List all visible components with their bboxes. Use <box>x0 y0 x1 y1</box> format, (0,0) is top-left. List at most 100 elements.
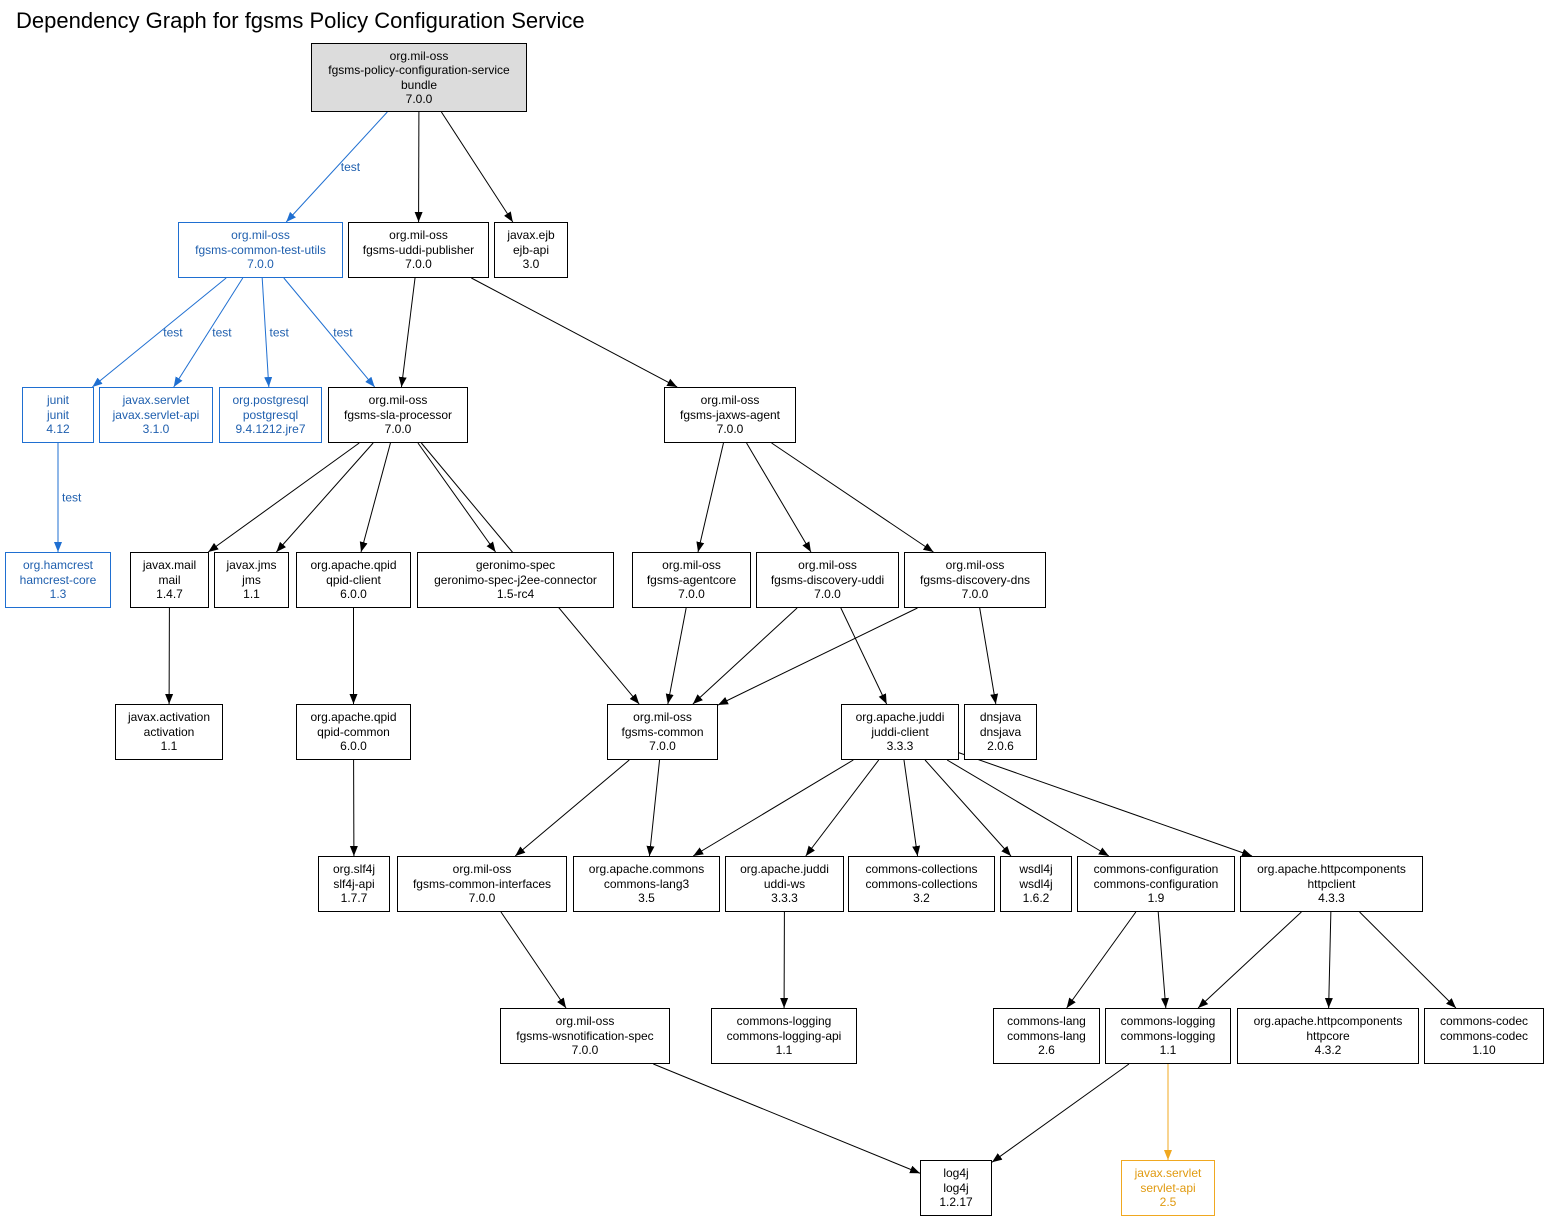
node-line: org.mil-oss <box>452 862 512 877</box>
node-line: javax.servlet-api <box>112 407 200 422</box>
node-line: commons-codec <box>1439 1028 1529 1043</box>
node-line: org.postgresql <box>232 393 309 408</box>
node-line: 1.6.2 <box>1022 891 1050 906</box>
node-line: commons-collections <box>865 862 978 877</box>
node-line: commons-codec <box>1439 1014 1529 1029</box>
node-line: wsdl4j <box>1019 862 1053 877</box>
node-line: 6.0.0 <box>340 739 367 754</box>
edge-root-ejb <box>440 111 514 223</box>
node-line: fgsms-uddi-publisher <box>362 242 475 257</box>
edge-discuddi-juddiclient <box>840 607 888 705</box>
node-line: 2.0.6 <box>987 739 1014 754</box>
node-line: servlet-api <box>1140 1180 1196 1195</box>
node-line: org.mil-oss <box>389 48 449 63</box>
edge-agentcore-common <box>665 607 687 705</box>
node-line: org.mil-oss <box>662 558 721 573</box>
node-line: log4j <box>943 1166 969 1181</box>
node-line: 7.0.0 <box>405 257 432 272</box>
node-line: 7.0.0 <box>678 587 705 602</box>
node-line: 7.0.0 <box>468 891 496 906</box>
node-line: org.apache.commons <box>588 862 705 877</box>
edge-discuddi-common <box>692 607 798 705</box>
node-line: org.slf4j <box>332 862 376 877</box>
node-line: javax.servlet <box>1134 1166 1202 1181</box>
node-line: httpcore <box>1306 1028 1350 1043</box>
node-line: commons-configuration <box>1093 862 1219 877</box>
node-line: 2.6 <box>1038 1043 1055 1058</box>
node-line: ejb-api <box>512 242 550 257</box>
node-line: fgsms-discovery-dns <box>919 572 1031 587</box>
node-line: fgsms-jaxws-agent <box>679 407 781 422</box>
node-line: fgsms-sla-processor <box>343 407 453 422</box>
node-line: dnsjava <box>979 710 1022 725</box>
node-line: 1.2.17 <box>939 1195 973 1210</box>
edge-config-lang <box>1066 911 1137 1009</box>
edge-label: test <box>163 326 183 340</box>
node-line: commons-logging-api <box>726 1028 842 1043</box>
node-line: httpclient <box>1307 876 1356 891</box>
node-line: mail <box>158 572 181 587</box>
node-line: 4.12 <box>46 422 70 437</box>
node-line: 7.0.0 <box>571 1043 599 1058</box>
edge-ctu-servlet <box>173 277 244 388</box>
node-line: org.apache.qpid <box>310 558 397 573</box>
node-line: 4.3.2 <box>1314 1043 1342 1058</box>
edge-juddiclient-config <box>946 759 1110 857</box>
node-line: 1.1 <box>1159 1043 1177 1058</box>
node-line: bundle <box>400 77 438 92</box>
node-line: org.mil-oss <box>368 393 428 408</box>
edge-root-ctu <box>285 111 388 223</box>
page-title: Dependency Graph for fgsms Policy Config… <box>16 8 585 33</box>
edge-label: test <box>62 491 82 505</box>
node-line: wsdl4j <box>1019 876 1053 891</box>
node-line: 7.0.0 <box>649 739 676 754</box>
node-line: fgsms-policy-configuration-service <box>328 63 510 77</box>
edge-ctu-pg <box>261 277 273 388</box>
node-line: qpid-common <box>317 724 390 739</box>
node-line: org.apache.httpcomponents <box>1257 862 1406 877</box>
node-line: commons-logging <box>1120 1014 1216 1029</box>
node-line: fgsms-common-test-utils <box>195 242 326 257</box>
edge-httpclient-logging <box>1197 911 1302 1009</box>
edge-discdns-dnsjava <box>979 607 999 705</box>
edge-wsnotif-log4j <box>653 1063 921 1174</box>
node-line: fgsms-agentcore <box>646 572 737 587</box>
node-line: 3.1.0 <box>142 422 170 437</box>
node-line: 1.1 <box>775 1043 793 1058</box>
edge-label: test <box>333 326 353 340</box>
edge-commonif-wsnotif <box>500 911 567 1009</box>
edge-discdns-common <box>717 607 918 706</box>
node-line: junit <box>46 407 69 422</box>
node-line: javax.jms <box>226 558 277 573</box>
edge-uddipub-sla <box>398 277 416 388</box>
node-line: org.mil-oss <box>555 1014 615 1029</box>
node-line: uddi-ws <box>763 876 806 891</box>
edge-juddiclient-uddiws <box>805 759 880 857</box>
node-line: 7.0.0 <box>961 587 989 602</box>
edge-logging-log4j <box>991 1063 1130 1163</box>
edge-label: test <box>212 326 232 340</box>
edge-jaxws-discdns <box>771 442 934 553</box>
edge-sla-qpidclient <box>359 442 391 553</box>
edge-ctu-sla <box>283 277 376 388</box>
node-line: geronimo-spec-j2ee-connector <box>434 572 597 587</box>
